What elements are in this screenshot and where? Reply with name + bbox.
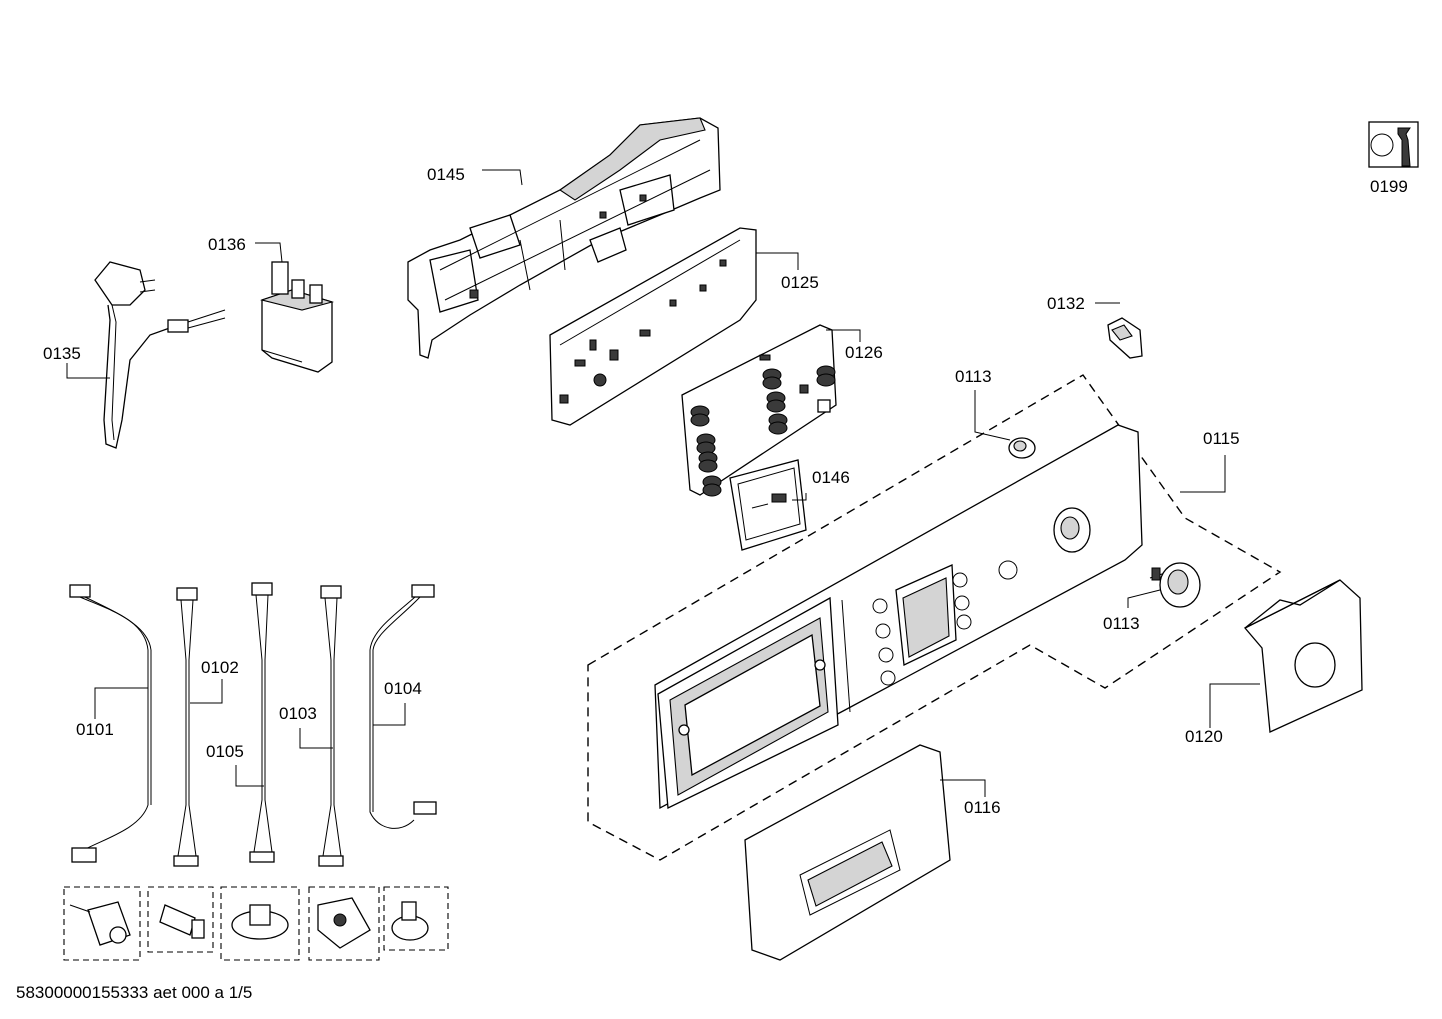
label-0145: 0145 bbox=[427, 165, 465, 184]
part-0126-control-pcb bbox=[681, 324, 837, 497]
component-box-potentiometer bbox=[383, 886, 449, 951]
part-0125-main-pcb bbox=[549, 227, 757, 426]
fascia-panel bbox=[654, 424, 1143, 810]
component-box-selector-switch bbox=[308, 886, 380, 961]
part-0116-drawer-front bbox=[744, 744, 951, 961]
label-0113-lower: 0113 bbox=[1103, 614, 1140, 633]
component-box-sensor bbox=[147, 886, 214, 953]
part-0120-cover bbox=[1243, 579, 1363, 733]
label-0104: 0104 bbox=[384, 679, 422, 698]
part-0132-bracket bbox=[1107, 317, 1143, 359]
part-0103-harness bbox=[318, 585, 344, 867]
label-0199: 0199 bbox=[1370, 177, 1408, 196]
label-0135: 0135 bbox=[43, 344, 81, 363]
component-box-valve bbox=[63, 886, 141, 961]
part-0101-harness bbox=[69, 584, 152, 863]
part-0136-filter bbox=[260, 261, 335, 373]
label-0105: 0105 bbox=[206, 742, 244, 761]
label-0132: 0132 bbox=[1047, 294, 1085, 313]
part-0105-harness bbox=[249, 582, 275, 863]
label-0116: 0116 bbox=[964, 798, 1001, 817]
assembly-0115-outline bbox=[587, 374, 1282, 861]
label-0146: 0146 bbox=[812, 468, 850, 487]
label-0103: 0103 bbox=[279, 704, 317, 723]
part-0113-knob-lower bbox=[1149, 562, 1201, 608]
label-0125: 0125 bbox=[781, 273, 819, 292]
part-0145-housing bbox=[407, 117, 721, 359]
label-0113-upper: 0113 bbox=[955, 367, 992, 386]
document-id: 58300000155333 aet 000 a 1/5 bbox=[16, 983, 252, 1002]
label-0102: 0102 bbox=[201, 658, 239, 677]
label-0120: 0120 bbox=[1185, 727, 1223, 746]
wrench-service-icon bbox=[1368, 121, 1419, 168]
label-0136: 0136 bbox=[208, 235, 246, 254]
part-0102-harness bbox=[173, 587, 199, 867]
part-0113-knob-upper bbox=[1008, 437, 1036, 459]
label-0115: 0115 bbox=[1203, 429, 1240, 448]
leader-lines bbox=[66, 169, 1260, 797]
part-0135-power-cord bbox=[94, 261, 226, 449]
part-0146-display bbox=[729, 459, 807, 551]
label-0101: 0101 bbox=[76, 720, 114, 739]
label-0126: 0126 bbox=[845, 343, 883, 362]
part-0104-harness bbox=[369, 584, 437, 829]
component-box-pressure-switch bbox=[220, 886, 300, 961]
